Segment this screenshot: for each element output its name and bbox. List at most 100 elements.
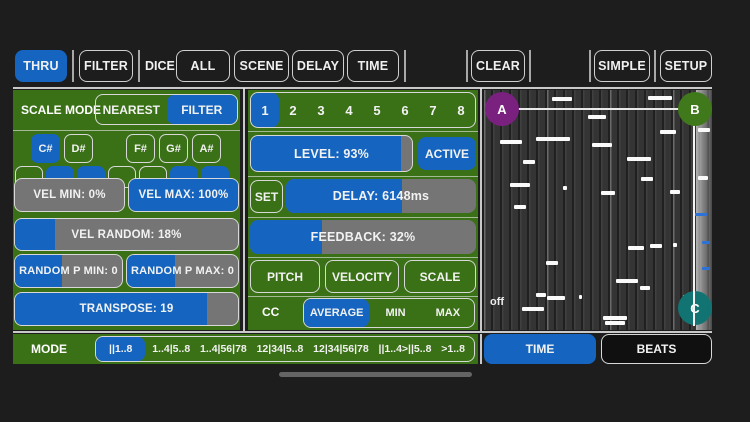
loop-range-line <box>498 108 696 110</box>
cc-min[interactable]: MIN <box>385 307 406 319</box>
step-7[interactable]: 7 <box>429 102 437 118</box>
off-label: off <box>490 296 505 308</box>
key-f-sharp[interactable]: F# <box>126 134 155 163</box>
note-bar <box>641 177 653 181</box>
slider-fill <box>129 179 238 211</box>
tab-all[interactable]: ALL <box>176 50 230 82</box>
scale-button[interactable]: SCALE <box>404 260 476 293</box>
transpose-label: TRANSPOSE: 19 <box>79 303 174 315</box>
note-bar <box>660 130 676 134</box>
home-indicator <box>279 372 472 377</box>
level-label: LEVEL: 93% <box>294 146 369 161</box>
random-p-max-slider[interactable]: RANDOM P MAX: 0 <box>126 254 239 288</box>
random-p-max-label: RANDOM P MAX: 0 <box>130 265 235 277</box>
step-4[interactable]: 4 <box>345 102 353 118</box>
delay-panel: 1 2 3 4 5 6 7 8 LEVEL: 93% ACTIVE SET DE… <box>248 90 478 330</box>
note-bar <box>546 261 558 265</box>
transpose-slider[interactable]: TRANSPOSE: 19 <box>14 292 239 326</box>
set-button[interactable]: SET <box>250 180 283 213</box>
note-bar <box>673 243 677 247</box>
toolbar-divider <box>466 50 468 82</box>
tab-delay[interactable]: DELAY <box>292 50 344 82</box>
tab-filter[interactable]: FILTER <box>79 50 133 82</box>
scale-panel: SCALE MODE NEAREST FILTER C# D# F# G# A#… <box>13 90 240 330</box>
cc-max[interactable]: MAX <box>435 307 461 319</box>
note-bar <box>563 186 567 190</box>
panel-divider <box>480 334 482 364</box>
mode-option-2[interactable]: 1..4|56|78 <box>200 343 247 355</box>
note-bar <box>552 97 572 101</box>
simple-button[interactable]: SIMPLE <box>594 50 650 82</box>
mode-option-0[interactable]: ||1..8 <box>96 337 146 361</box>
feedback-slider[interactable]: FEEDBACK: 32% <box>250 220 476 254</box>
beats-toggle[interactable]: BEATS <box>601 334 712 364</box>
step-selector: 1 2 3 4 5 6 7 8 <box>250 92 476 128</box>
row-separator <box>248 131 478 132</box>
active-button[interactable]: ACTIVE <box>418 137 476 170</box>
cc-label: CC <box>262 305 280 319</box>
note-bar <box>514 205 526 209</box>
note-bar <box>648 96 672 100</box>
panel-top-line <box>13 87 712 89</box>
mode-option-5[interactable]: ||1..4>||5..8 <box>378 343 432 355</box>
marker-b[interactable]: B <box>678 92 712 126</box>
slider-fill <box>15 255 63 287</box>
clear-button[interactable]: CLEAR <box>471 50 525 82</box>
row-separator <box>248 217 478 218</box>
key-a-sharp[interactable]: A# <box>192 134 221 163</box>
row-separator <box>13 130 240 131</box>
slider-fill <box>250 220 323 254</box>
scale-mode-nearest[interactable]: NEAREST <box>102 102 160 117</box>
step-1[interactable]: 1 <box>251 93 279 127</box>
mode-option-3[interactable]: 12|34|5..8 <box>256 343 304 355</box>
scale-mode-filter[interactable]: FILTER <box>166 95 237 124</box>
row-separator <box>248 176 478 177</box>
note-bar <box>640 286 650 290</box>
note-bar <box>601 191 615 195</box>
mode-label: MODE <box>31 342 67 356</box>
step-2[interactable]: 2 <box>289 102 297 118</box>
velocity-button[interactable]: VELOCITY <box>325 260 399 293</box>
toolbar-divider <box>404 50 406 82</box>
mode-option-6[interactable]: >1..8 <box>441 343 465 355</box>
tab-time[interactable]: TIME <box>347 50 399 82</box>
marker-a[interactable]: A <box>485 92 519 126</box>
note-bar <box>628 246 644 250</box>
delay-slider[interactable]: DELAY: 6148ms <box>286 179 476 213</box>
note-bar <box>588 115 606 119</box>
level-slider[interactable]: LEVEL: 93% <box>250 135 413 172</box>
random-p-min-label: RANDOM P MIN: 0 <box>19 265 118 277</box>
step-3[interactable]: 3 <box>317 102 325 118</box>
piano-roll[interactable]: A B C off <box>484 90 712 330</box>
step-5[interactable]: 5 <box>373 102 381 118</box>
vel-min-slider[interactable]: VEL MIN: 0% <box>14 178 125 212</box>
slider-fill <box>251 136 401 171</box>
vel-random-slider[interactable]: VEL RANDOM: 18% <box>14 218 239 251</box>
dice-label: DICE <box>145 59 175 73</box>
pitch-button[interactable]: PITCH <box>250 260 320 293</box>
toolbar-divider <box>654 50 656 82</box>
vel-max-label: VEL MAX: 100% <box>138 189 229 201</box>
key-c-sharp[interactable]: C# <box>31 134 60 163</box>
toolbar-divider <box>138 50 140 82</box>
key-d-sharp[interactable]: D# <box>64 134 93 163</box>
cc-average[interactable]: AVERAGE <box>304 299 370 327</box>
tab-thru[interactable]: THRU <box>15 50 67 82</box>
time-toggle[interactable]: TIME <box>484 334 596 364</box>
marker-c[interactable]: C <box>678 291 712 325</box>
setup-button[interactable]: SETUP <box>660 50 712 82</box>
slider-fill <box>127 255 175 287</box>
panel-divider <box>243 88 245 331</box>
key-g-sharp[interactable]: G# <box>159 134 188 163</box>
random-p-min-slider[interactable]: RANDOM P MIN: 0 <box>14 254 123 288</box>
tab-scene[interactable]: SCENE <box>234 50 289 82</box>
mode-option-4[interactable]: 12|34|56|78 <box>313 343 369 355</box>
mode-option-1[interactable]: 1..4|5..8 <box>152 343 191 355</box>
mode-selector: ||1..8 1..4|5..8 1..4|56|78 12|34|5..8 1… <box>95 336 475 362</box>
step-6[interactable]: 6 <box>401 102 409 118</box>
vel-max-slider[interactable]: VEL MAX: 100% <box>128 178 239 212</box>
mode-bar: MODE ||1..8 1..4|5..8 1..4|56|78 12|34|5… <box>13 334 478 364</box>
step-8[interactable]: 8 <box>457 102 465 118</box>
note-bar <box>592 143 612 147</box>
